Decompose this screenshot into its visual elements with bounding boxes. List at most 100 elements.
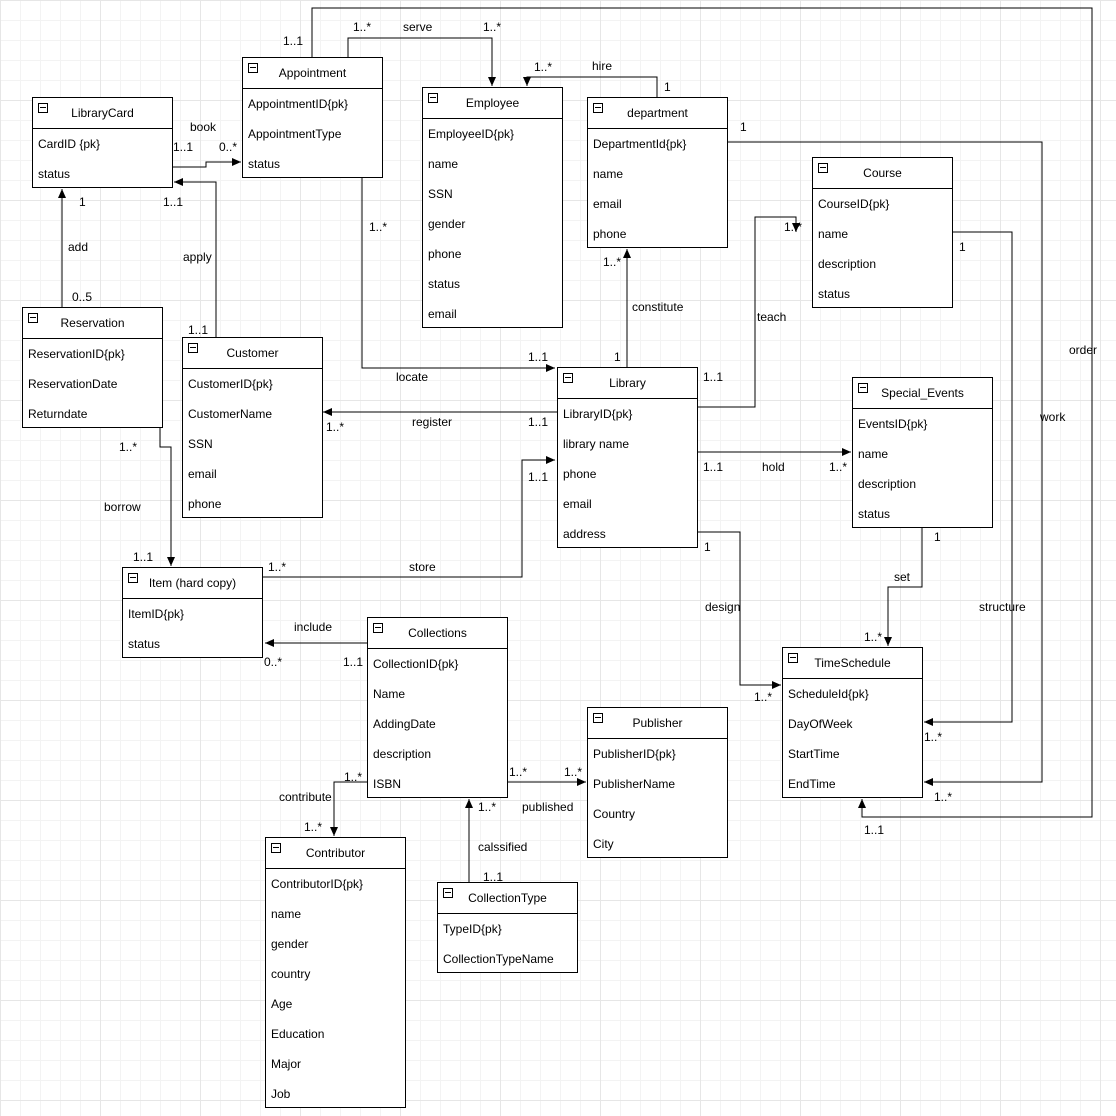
entity-attribute: SSN bbox=[428, 187, 453, 201]
entity-title: Library bbox=[609, 376, 646, 390]
entity-appointment[interactable]: Appointment AppointmentID{pk} Appointmen… bbox=[242, 57, 383, 178]
multiplicity-label: 1..* bbox=[369, 220, 388, 234]
multiplicity-label: 1 bbox=[740, 120, 747, 134]
entity-item[interactable]: Item (hard copy) ItemID{pk} status bbox=[122, 567, 263, 658]
multiplicity-label: 1..* bbox=[326, 420, 345, 434]
entity-attribute: email bbox=[188, 467, 217, 481]
collapse-icon[interactable] bbox=[563, 373, 573, 383]
entity-attribute: SSN bbox=[188, 437, 213, 451]
multiplicity-label: 1..* bbox=[754, 690, 773, 704]
work-connector bbox=[727, 141, 1043, 786]
multiplicity-label: 1 bbox=[704, 540, 711, 554]
relationship-label-work: work bbox=[1040, 410, 1066, 424]
collapse-icon[interactable] bbox=[428, 93, 438, 103]
collapse-icon[interactable] bbox=[28, 313, 38, 323]
multiplicity-label: 1..1 bbox=[163, 195, 184, 209]
entity-employee[interactable]: Employee EmployeeID{pk} name SSN gender … bbox=[422, 87, 563, 328]
entity-attribute: PublisherName bbox=[593, 777, 676, 791]
collapse-icon[interactable] bbox=[373, 623, 383, 633]
entity-publisher[interactable]: Publisher PublisherID{pk} PublisherName … bbox=[587, 707, 728, 858]
entity-attribute: address bbox=[563, 527, 606, 541]
teach-connector bbox=[697, 216, 800, 408]
entity-attribute: ScheduleId{pk} bbox=[788, 687, 869, 701]
entity-attribute: CardID {pk} bbox=[38, 137, 101, 151]
collapse-icon[interactable] bbox=[128, 573, 138, 583]
entity-attribute: EmployeeID{pk} bbox=[428, 127, 515, 141]
entity-attribute: ISBN bbox=[373, 777, 402, 791]
entity-title: LibraryCard bbox=[71, 106, 134, 120]
relationship-label-include: include bbox=[294, 620, 333, 634]
entity-collectiontype[interactable]: CollectionType TypeID{pk} CollectionType… bbox=[437, 882, 578, 973]
entity-title: department bbox=[627, 106, 688, 120]
entity-reservation[interactable]: Reservation ReservationID{pk} Reservatio… bbox=[22, 307, 163, 428]
entity-title: TimeSchedule bbox=[814, 656, 891, 670]
multiplicity-label: 1..* bbox=[509, 765, 528, 779]
multiplicity-label: 1 bbox=[79, 195, 86, 209]
entity-attribute: description bbox=[858, 477, 917, 491]
entity-title: Publisher bbox=[632, 716, 683, 730]
entity-attribute: Major bbox=[271, 1057, 302, 1071]
collapse-icon[interactable] bbox=[593, 103, 603, 113]
entity-attribute: email bbox=[593, 197, 622, 211]
entity-title: Appointment bbox=[278, 66, 347, 80]
multiplicity-label: 1 bbox=[664, 80, 671, 94]
relationship-label-calssified: calssified bbox=[478, 840, 528, 854]
entity-attribute: TypeID{pk} bbox=[443, 922, 502, 936]
multiplicity-label: 1..* bbox=[344, 770, 363, 784]
structure-connector bbox=[924, 231, 1013, 726]
entity-department[interactable]: department DepartmentId{pk} name email p… bbox=[587, 97, 728, 248]
entity-course[interactable]: Course CourseID{pk} name description sta… bbox=[812, 157, 953, 308]
entity-attribute: CollectionID{pk} bbox=[373, 657, 459, 671]
entity-attribute: CustomerID{pk} bbox=[188, 377, 273, 391]
entity-attribute: ReservationDate bbox=[28, 377, 118, 391]
locate-connector bbox=[361, 177, 555, 372]
entity-timeschedule[interactable]: TimeSchedule ScheduleId{pk} DayOfWeek St… bbox=[782, 647, 923, 798]
entity-customer[interactable]: Customer CustomerID{pk} CustomerName SSN… bbox=[182, 337, 323, 518]
collapse-icon[interactable] bbox=[593, 713, 603, 723]
collapse-icon[interactable] bbox=[443, 888, 453, 898]
relationship-label-set: set bbox=[894, 570, 911, 584]
collapse-icon[interactable] bbox=[271, 843, 281, 853]
multiplicity-label: 1..* bbox=[784, 220, 803, 234]
entity-attribute: Job bbox=[271, 1087, 291, 1101]
multiplicity-label: 0..* bbox=[219, 140, 238, 154]
multiplicity-label: 1..* bbox=[353, 20, 372, 34]
collapse-icon[interactable] bbox=[38, 103, 48, 113]
entity-attribute: gender bbox=[271, 937, 309, 951]
relationship-label-locate: locate bbox=[396, 370, 429, 384]
collapse-icon[interactable] bbox=[818, 163, 828, 173]
entity-attribute: CourseID{pk} bbox=[818, 197, 890, 211]
entity-contributor[interactable]: Contributor ContributorID{pk} name gende… bbox=[265, 837, 406, 1108]
entity-attribute: status bbox=[818, 287, 851, 301]
entity-attribute: status bbox=[428, 277, 461, 291]
multiplicity-label: 1..1 bbox=[864, 823, 885, 837]
entity-special-events[interactable]: Special_Events EventsID{pk} name descrip… bbox=[852, 377, 993, 528]
multiplicity-label: 1..1 bbox=[528, 350, 549, 364]
entity-title: Employee bbox=[465, 96, 520, 110]
relationship-label-hire: hire bbox=[592, 59, 613, 73]
collapse-icon[interactable] bbox=[858, 383, 868, 393]
book-connector bbox=[172, 158, 241, 168]
multiplicity-label: 1..* bbox=[603, 255, 622, 269]
collapse-icon[interactable] bbox=[788, 653, 798, 663]
entity-attribute: Education bbox=[271, 1027, 325, 1041]
entity-attribute: Age bbox=[271, 997, 293, 1011]
entity-library[interactable]: Library LibraryID{pk} library name phone… bbox=[557, 367, 698, 548]
multiplicity-label: 1..1 bbox=[703, 460, 724, 474]
apply-connector bbox=[174, 178, 217, 337]
entity-attribute: LibraryID{pk} bbox=[563, 407, 633, 421]
entity-attribute: DayOfWeek bbox=[788, 717, 853, 731]
relationship-label-apply: apply bbox=[183, 250, 212, 264]
entity-collections[interactable]: Collections CollectionID{pk} Name Adding… bbox=[367, 617, 508, 798]
entity-librarycard[interactable]: LibraryCard CardID {pk} status bbox=[32, 97, 173, 188]
entity-attribute: phone bbox=[593, 227, 627, 241]
multiplicity-label: 1..1 bbox=[703, 370, 724, 384]
entity-title: Contributor bbox=[305, 846, 366, 860]
multiplicity-label: 1..* bbox=[483, 20, 502, 34]
collapse-icon[interactable] bbox=[248, 63, 258, 73]
multiplicity-label: 1..* bbox=[478, 800, 497, 814]
multiplicity-label: 1..* bbox=[304, 820, 323, 834]
collapse-icon[interactable] bbox=[188, 343, 198, 353]
multiplicity-label: 1..* bbox=[829, 460, 848, 474]
